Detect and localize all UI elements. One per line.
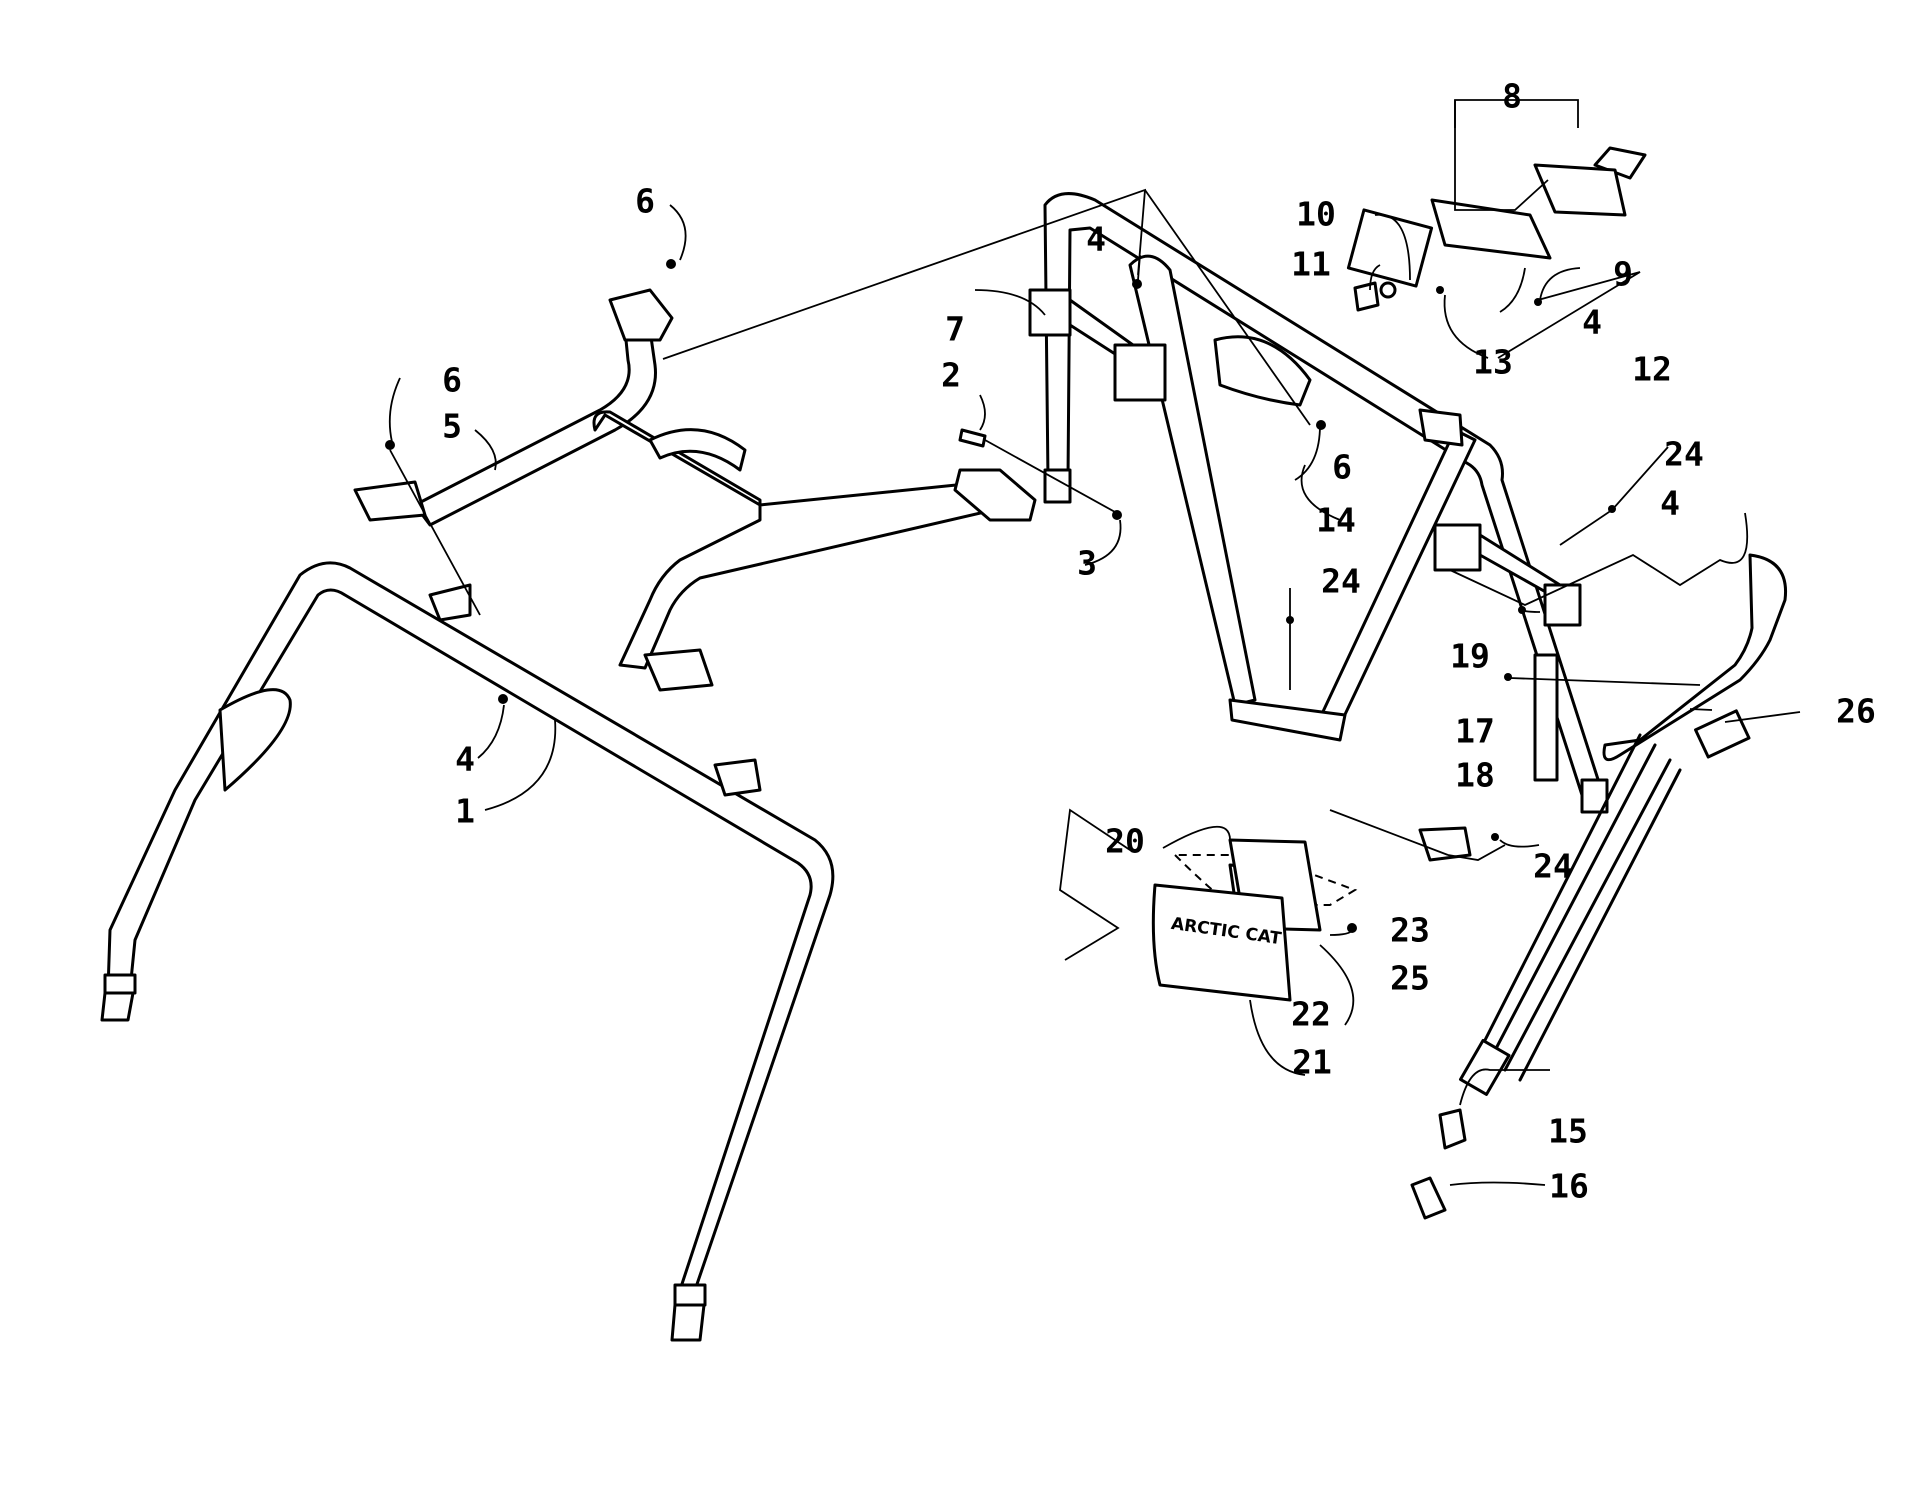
- rear-cage-left-clamp: [1028, 288, 1072, 337]
- nut-6-cage: [1316, 420, 1326, 430]
- callout-9: 9: [1613, 255, 1633, 294]
- rear-cage-right-block: [1543, 583, 1582, 627]
- nut-6-left: [385, 440, 395, 450]
- callout-4-cage: 4: [1086, 220, 1106, 259]
- mount-outline-dashed: [1172, 854, 1358, 906]
- side-net-buckle-15: [1459, 1038, 1511, 1096]
- callout-25: 25: [1390, 959, 1430, 998]
- bolt-2: [958, 428, 987, 448]
- callout-13: 13: [1473, 343, 1513, 382]
- callout-4-front-hoop: 4: [455, 740, 475, 779]
- front-hoop-bracket-left: [428, 583, 472, 622]
- cross-bar-top-bracket: [608, 288, 674, 342]
- rear-cage-lower-link: [1228, 698, 1347, 742]
- side-net-latch-16: [1410, 1176, 1447, 1220]
- light-bulb-socket-11: [1353, 281, 1380, 312]
- callout-2: 2: [941, 356, 961, 395]
- cross-bar-left-bracket: [353, 480, 427, 522]
- rear-cage-left-brace: [1128, 254, 1257, 707]
- callout-15: 15: [1548, 1112, 1588, 1151]
- rear-light-assembly: [1346, 146, 1647, 312]
- upper-cross-bar: [353, 288, 1037, 692]
- rear-roll-cage: [1028, 192, 1609, 814]
- callout-16: 16: [1549, 1167, 1589, 1206]
- callout-6-cage: 6: [1332, 448, 1352, 487]
- side-net-straps-15: [1478, 733, 1682, 1082]
- callout-23: 23: [1390, 911, 1430, 950]
- callout-labels: 1 2 3 4 4 4 4 5 6 6 6 7 8 9 10 11 12 13 …: [442, 77, 1876, 1206]
- callout-7: 7: [945, 310, 965, 349]
- cross-bar-handle: [648, 428, 747, 472]
- callout-10: 10: [1296, 195, 1336, 234]
- nut-4-left: [498, 694, 508, 704]
- side-net-label-26: [1694, 709, 1751, 759]
- front-hoop-right-foot: [673, 1283, 707, 1307]
- callout-3: 3: [1077, 544, 1097, 583]
- cross-bar-lower-bracket: [643, 648, 714, 692]
- callout-24-lower: 24: [1533, 847, 1573, 886]
- callout-5: 5: [442, 407, 462, 446]
- nut-4-cage: [1132, 279, 1142, 289]
- leader-lines: [388, 99, 1801, 1186]
- nut-23: [1347, 923, 1357, 933]
- front-hoop-bracket-right: [713, 758, 762, 797]
- callout-26: 26: [1836, 692, 1876, 731]
- work-light-assembly: ARCTIC CAT: [1151, 826, 1472, 1002]
- nut-13: [1436, 286, 1444, 294]
- callout-12: 12: [1632, 350, 1672, 389]
- callout-6-top: 6: [635, 182, 655, 221]
- bracket-25: [1418, 826, 1472, 862]
- callout-8: 8: [1502, 77, 1522, 116]
- callout-19: 19: [1450, 637, 1490, 676]
- callout-4-side-net: 4: [1660, 484, 1680, 523]
- nut-17: [1504, 673, 1512, 681]
- callout-17: 17: [1455, 712, 1495, 751]
- front-roll-hoop: [100, 561, 835, 1342]
- bolt-24-lower: [1491, 833, 1499, 841]
- light-mount-plate: [1593, 146, 1647, 180]
- callout-11: 11: [1291, 245, 1331, 284]
- side-net-assembly: [1410, 553, 1788, 1220]
- callout-6-left: 6: [442, 361, 462, 400]
- light-lens-housing-9: [1430, 198, 1552, 260]
- callout-4-light: 4: [1582, 303, 1602, 342]
- side-net-clip-15: [1438, 1108, 1467, 1150]
- front-hoop-left-foot: [103, 973, 137, 995]
- light-bulb-10: [1379, 281, 1397, 299]
- callout-24-upper: 24: [1664, 435, 1704, 474]
- front-hoop-grab-handle: [218, 688, 292, 792]
- light-bezel-12: [1346, 208, 1434, 288]
- rear-post-tube-18: [1533, 653, 1559, 782]
- callout-14: 14: [1316, 501, 1356, 540]
- nut-6-top: [666, 259, 676, 269]
- rear-cage-right-clamp: [1433, 523, 1482, 572]
- work-light-housing-21: [1151, 883, 1292, 1002]
- hardware: [385, 259, 1616, 933]
- callout-20: 20: [1105, 822, 1145, 861]
- callout-21: 21: [1292, 1043, 1332, 1082]
- light-lens-cover-8: [1533, 163, 1627, 217]
- callout-18: 18: [1455, 756, 1495, 795]
- callout-22: 22: [1291, 995, 1331, 1034]
- cross-bar-right-bracket: [953, 468, 1037, 522]
- callout-1: 1: [455, 792, 475, 831]
- side-net-panel-26: [1602, 553, 1788, 762]
- callout-24-cage: 24: [1321, 562, 1361, 601]
- rear-cage-mount-block: [1113, 343, 1167, 402]
